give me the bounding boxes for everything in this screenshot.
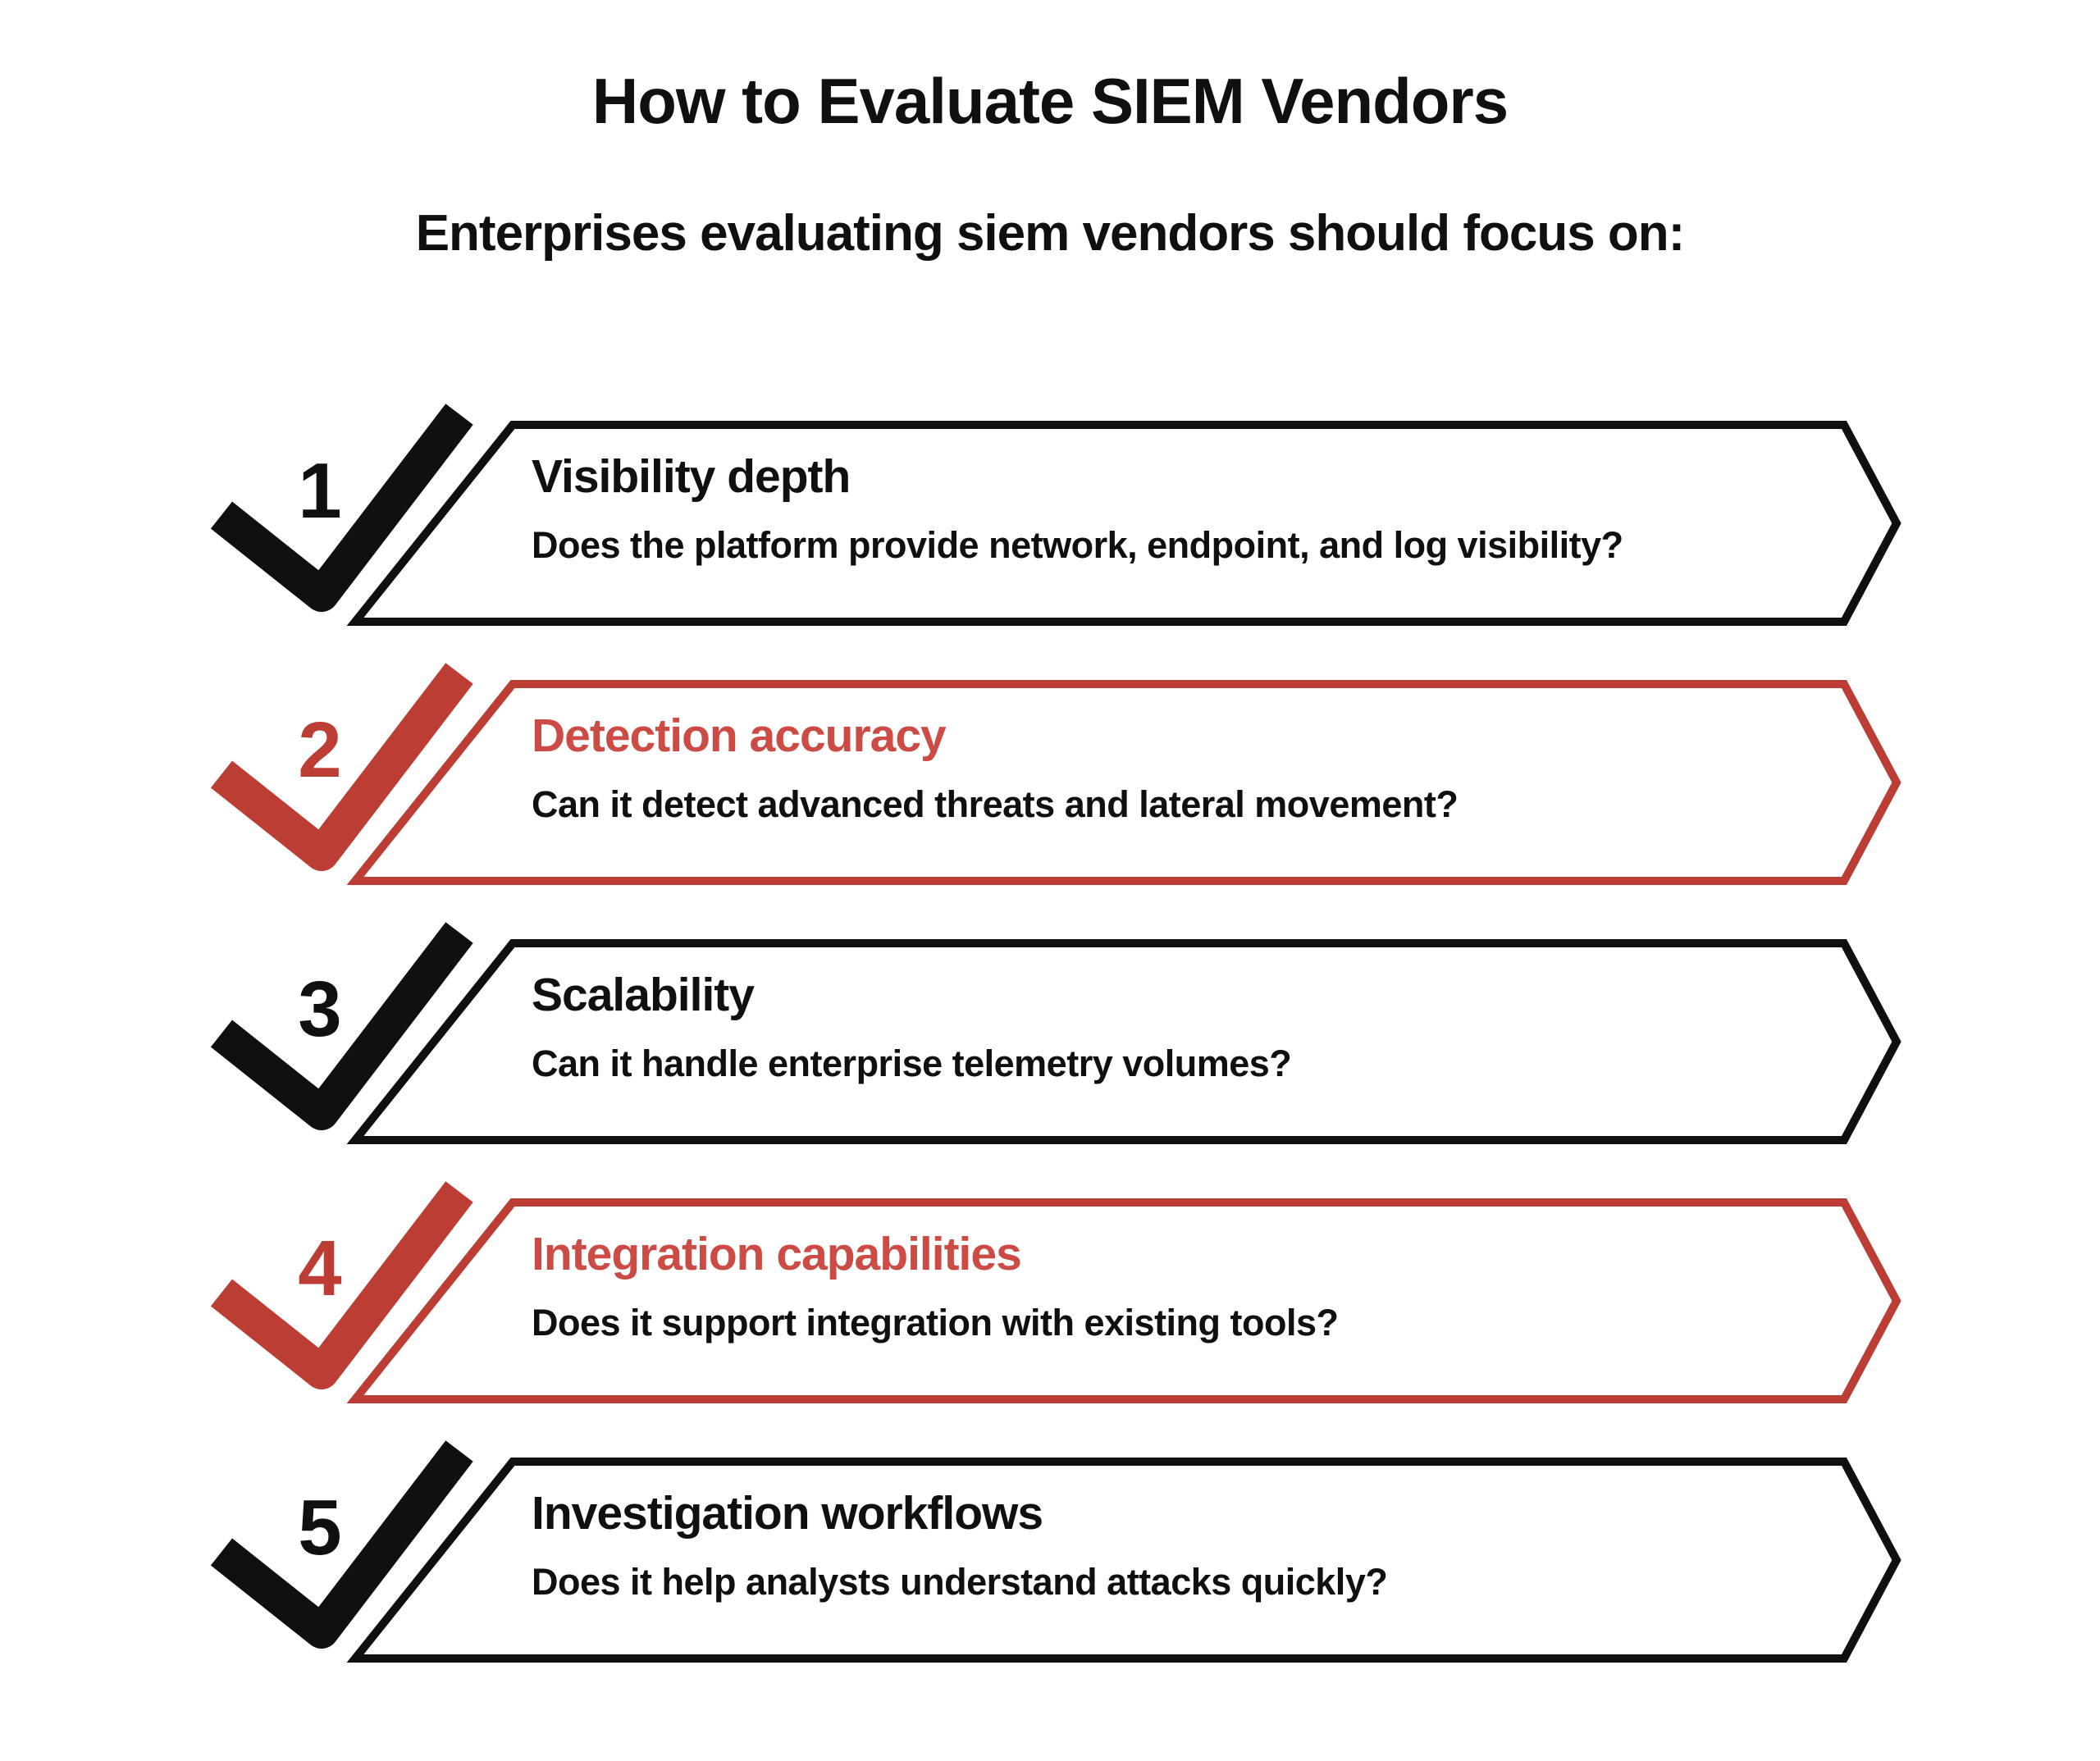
item-number: 5 — [298, 1484, 342, 1572]
arrow-banner-shape — [346, 421, 1901, 626]
item-title: Scalability — [532, 969, 755, 1021]
item-text-block: Visibility depth Does the platform provi… — [532, 450, 1811, 566]
header: How to Evaluate SIEM Vendors Enterprises… — [0, 0, 2100, 262]
item-text-block: Investigation workflows Does it help ana… — [532, 1487, 1811, 1603]
item-number: 1 — [298, 447, 342, 535]
list-item-investigation-workflows: 5 Investigation workflows Does it help a… — [0, 1440, 2100, 1663]
arrow-banner-shape — [346, 1198, 1901, 1403]
banner-and-check-graphic — [210, 1181, 1901, 1403]
item-text-block: Scalability Can it handle enterprise tel… — [532, 969, 1811, 1084]
checkmark-icon — [210, 404, 473, 612]
item-description: Can it detect advanced threats and later… — [532, 782, 1459, 825]
item-number: 3 — [298, 965, 342, 1053]
item-description: Does the platform provide network, endpo… — [532, 523, 1623, 566]
item-description: Does it help analysts understand attacks… — [532, 1560, 1388, 1603]
item-text-block: Detection accuracy Can it detect advance… — [532, 709, 1811, 825]
item-description: Does it support integration with existin… — [532, 1301, 1339, 1344]
list-item-visibility-depth: 1 Visibility depth Does the platform pro… — [0, 404, 2100, 626]
item-title: Visibility depth — [532, 450, 851, 503]
checkmark-icon — [210, 1440, 473, 1649]
checkmark-icon — [210, 1181, 473, 1389]
item-text-block: Integration capabilities Does it support… — [532, 1228, 1811, 1344]
banner-and-check-graphic — [210, 1440, 1901, 1663]
item-number: 4 — [298, 1225, 342, 1312]
checkmark-icon — [210, 663, 473, 871]
page-subtitle: Enterprises evaluating siem vendors shou… — [415, 205, 1686, 262]
banner-and-check-graphic — [210, 663, 1901, 885]
evaluation-criteria-list: 1 Visibility depth Does the platform pro… — [0, 404, 2100, 1663]
item-number: 2 — [298, 706, 342, 794]
list-item-scalability: 3 Scalability Can it handle enterprise t… — [0, 922, 2100, 1144]
arrow-banner-shape — [346, 1458, 1901, 1663]
checkmark-icon — [210, 922, 473, 1130]
item-description: Can it handle enterprise telemetry volum… — [532, 1042, 1292, 1084]
page-title: How to Evaluate SIEM Vendors — [591, 65, 1509, 137]
arrow-banner-shape — [346, 939, 1901, 1144]
list-item-integration-capabilities: 4 Integration capabilities Does it suppo… — [0, 1181, 2100, 1403]
arrow-banner-shape — [346, 680, 1901, 885]
list-item-detection-accuracy: 2 Detection accuracy Can it detect advan… — [0, 663, 2100, 885]
banner-and-check-graphic — [210, 922, 1901, 1144]
item-title: Integration capabilities — [532, 1228, 1022, 1280]
item-title: Detection accuracy — [532, 709, 947, 762]
banner-and-check-graphic — [210, 404, 1901, 626]
item-title: Investigation workflows — [532, 1487, 1043, 1540]
